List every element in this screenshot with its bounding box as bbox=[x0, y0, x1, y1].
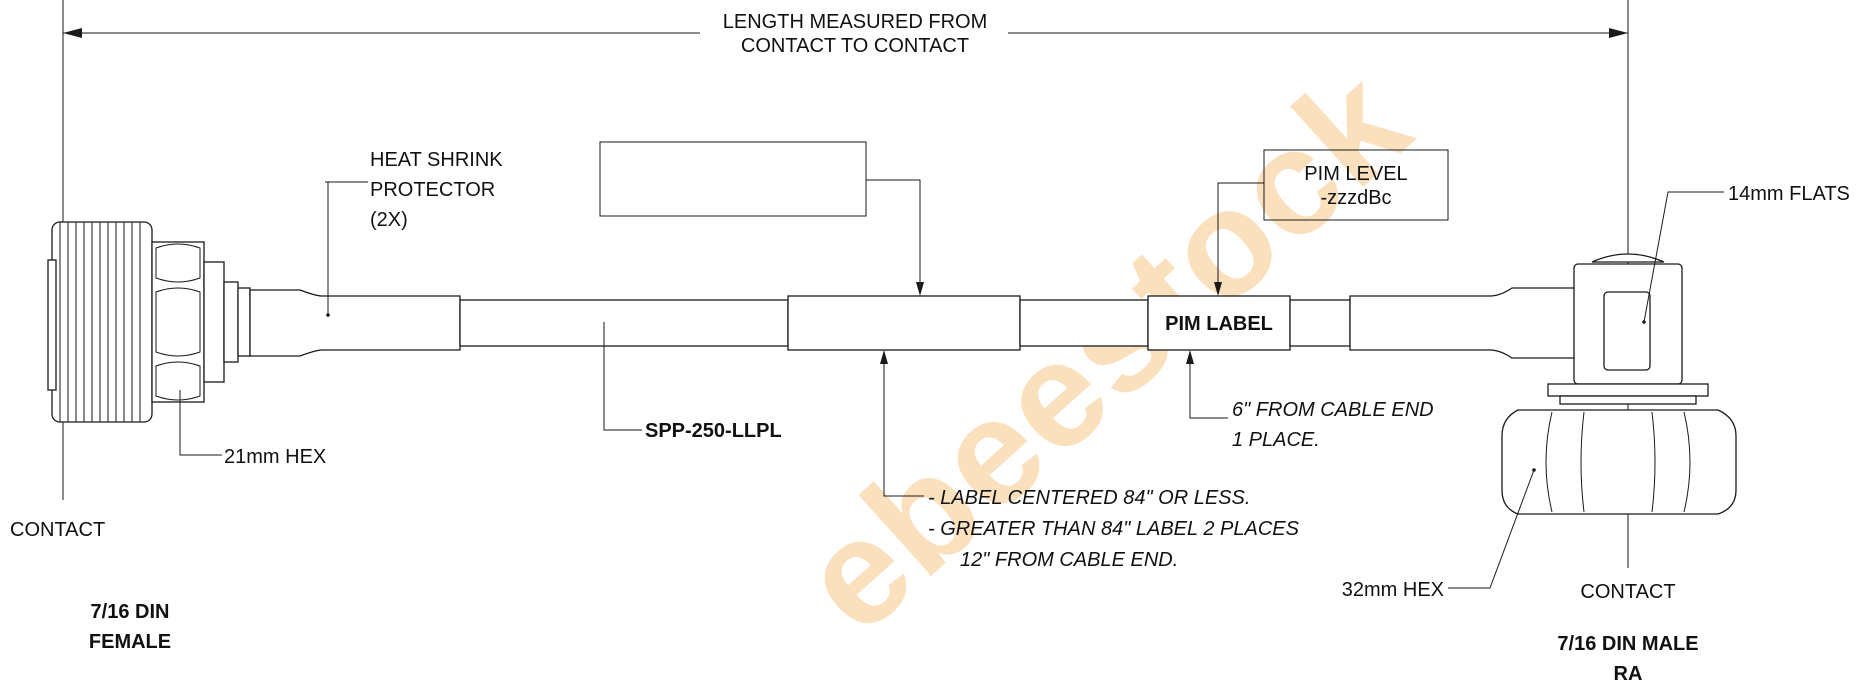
arrowhead-left bbox=[63, 28, 82, 38]
dimension-text-line2: CONTACT TO CONTACT bbox=[741, 35, 969, 57]
callout-cable-part-number: SPP-250-LLPL bbox=[603, 322, 782, 442]
collar bbox=[1547, 383, 1709, 397]
right-connector bbox=[1501, 253, 1737, 515]
hex-21-text: 21mm HEX bbox=[224, 446, 326, 468]
callout-blank-label bbox=[599, 141, 924, 296]
cable-segment bbox=[459, 299, 789, 347]
left-connector-name-line2: FEMALE bbox=[89, 631, 171, 653]
heat-shrink-left bbox=[249, 289, 461, 357]
coupling-face bbox=[47, 259, 57, 391]
cable: PIM LABEL bbox=[459, 287, 1579, 359]
threaded-coupling bbox=[51, 221, 153, 423]
heat-shrink-line2: PROTECTOR bbox=[370, 179, 495, 201]
arrowhead-right bbox=[1609, 28, 1628, 38]
heat-shrink-right bbox=[1349, 287, 1579, 359]
thread-lines bbox=[59, 222, 141, 422]
callout-heat-shrink: HEAT SHRINK PROTECTOR (2X) bbox=[325, 149, 503, 317]
hex-nut-32mm bbox=[1501, 409, 1737, 515]
callout-14mm-flats: 14mm FLATS bbox=[1642, 183, 1850, 324]
contact-left-text: CONTACT bbox=[10, 519, 105, 541]
dimension-text-line1: LENGTH MEASURED FROM bbox=[723, 11, 987, 33]
contact-right-text: CONTACT bbox=[1580, 581, 1675, 603]
label-sleeve-center bbox=[787, 295, 1021, 351]
flats-14mm bbox=[1603, 291, 1651, 371]
pim-level-line2: -zzzdBc bbox=[1320, 187, 1391, 209]
pim-note-line1: 6" FROM CABLE END bbox=[1232, 399, 1434, 421]
label-note-1: - LABEL CENTERED 84" OR LESS. bbox=[928, 487, 1250, 509]
right-connector-name-line1: 7/16 DIN MALE bbox=[1557, 633, 1698, 655]
cable-part-number-text: SPP-250-LLPL bbox=[645, 420, 782, 442]
pim-note-line2: 1 PLACE. bbox=[1232, 429, 1320, 451]
hex-nut-21mm bbox=[151, 241, 205, 403]
blank-label-box bbox=[599, 141, 867, 217]
callout-pim-level: PIM LEVEL -zzzdBc bbox=[1214, 149, 1449, 296]
left-connector bbox=[47, 221, 461, 423]
callout-label-notes: - LABEL CENTERED 84" OR LESS. - GREATER … bbox=[880, 350, 1300, 571]
label-note-3: 12" FROM CABLE END. bbox=[960, 549, 1178, 571]
right-connector-name-line2: RA bbox=[1614, 663, 1643, 685]
callout-32mm-hex: 32mm HEX bbox=[1342, 468, 1536, 601]
hex-32-text: 32mm HEX bbox=[1342, 579, 1444, 601]
flats-14-text: 14mm FLATS bbox=[1728, 183, 1850, 205]
callout-21mm-hex: 21mm HEX bbox=[179, 390, 326, 468]
label-note-2: - GREATER THAN 84" LABEL 2 PLACES bbox=[928, 518, 1300, 540]
callout-pim-note: 6" FROM CABLE END 1 PLACE. bbox=[1186, 350, 1434, 451]
left-connector-name-line1: 7/16 DIN bbox=[91, 601, 170, 623]
heat-shrink-line1: HEAT SHRINK bbox=[370, 149, 503, 171]
pim-level-box bbox=[1263, 149, 1449, 221]
pim-level-line1: PIM LEVEL bbox=[1304, 163, 1407, 185]
connector-body bbox=[203, 261, 225, 383]
pim-label-sleeve bbox=[1147, 295, 1291, 351]
heat-shrink-line3: (2X) bbox=[370, 209, 408, 231]
pim-label-text: PIM LABEL bbox=[1165, 313, 1273, 335]
